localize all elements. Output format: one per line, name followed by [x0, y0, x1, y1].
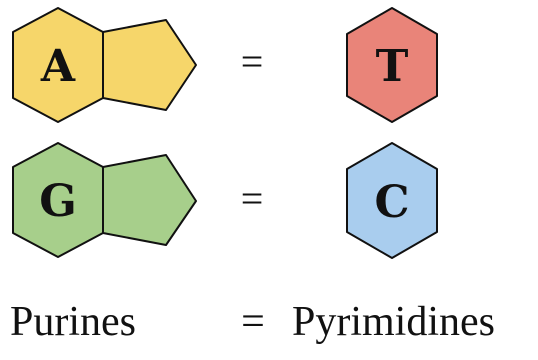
equals-sign-row-2: =: [241, 176, 264, 221]
adenine-purine: A: [12, 7, 197, 123]
pyrimidines-label: Pyrimidines: [292, 299, 495, 345]
adenine-pentagon-ring: [102, 19, 197, 111]
cytosine-pyrimidine: C: [346, 142, 438, 259]
cytosine-hexagon-ring: [346, 142, 438, 259]
thymine-pyrimidine: T: [346, 7, 438, 123]
caption-equals-sign: =: [241, 299, 265, 345]
purines-label: Purines: [10, 299, 136, 345]
thymine-hexagon-ring: [346, 7, 438, 123]
thymine-letter: T: [376, 41, 409, 92]
guanine-purine: G: [12, 142, 197, 258]
adenine-hexagon-ring: [12, 7, 104, 123]
equals-sign-row-1: =: [241, 39, 264, 84]
guanine-hexagon-ring: [12, 142, 104, 258]
guanine-pentagon-ring: [102, 154, 197, 246]
cytosine-letter: C: [374, 177, 409, 228]
adenine-letter: A: [40, 41, 76, 92]
guanine-letter: G: [39, 176, 77, 227]
